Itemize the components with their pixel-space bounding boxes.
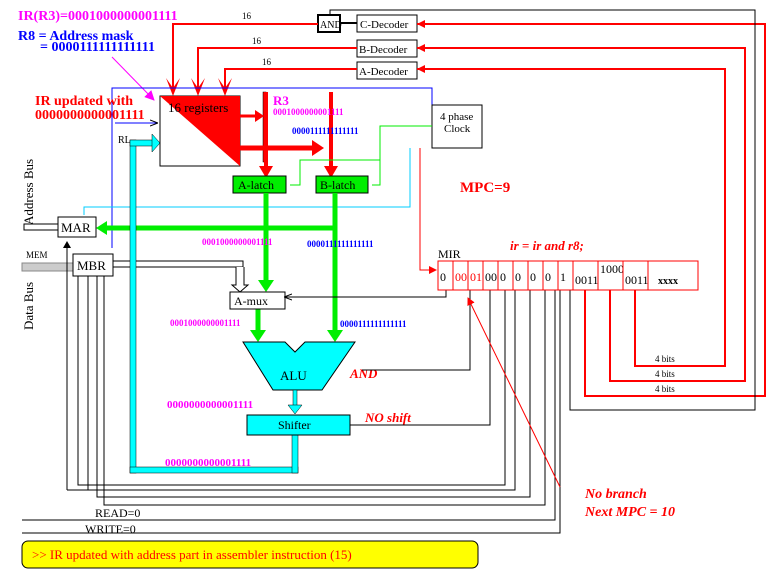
mir-field-value: 0 — [500, 270, 506, 284]
a-bus-value: 0001000000001111 — [202, 237, 273, 247]
decoder-arrowheads — [166, 78, 232, 96]
mbr-label: MBR — [77, 258, 106, 273]
and-enable-line — [329, 9, 756, 411]
mir-label: MIR — [438, 247, 461, 261]
r3-value: 0001000000001111 — [273, 107, 344, 117]
b-out-value: 0000111111111111 — [340, 319, 407, 329]
mar-register — [57, 216, 97, 238]
b-bus-value: 0000111111111111 — [307, 239, 374, 249]
clock-line — [111, 87, 433, 248]
green-buses — [105, 193, 338, 332]
clock-label-1: 4 phase — [440, 111, 473, 123]
control-lines — [22, 276, 561, 534]
shifter-label: Shifter — [278, 418, 311, 432]
bits-label-a: 4 bits — [655, 354, 675, 364]
alu — [242, 341, 356, 391]
status-message: >> IR updated with address part in assem… — [32, 547, 352, 562]
a-bus-width: 16 — [262, 57, 272, 67]
read-signal: READ=0 — [95, 506, 140, 520]
mir-decoder-lines — [417, 23, 766, 397]
mask-pointer-arrow — [111, 56, 155, 101]
r8-label: R8 = Address mask — [18, 29, 134, 44]
c-bus-width: 16 — [242, 11, 252, 21]
clock-label-2: Clock — [444, 123, 471, 135]
mir-instruction: ir = ir and r8; — [510, 238, 584, 253]
alu-operation: AND — [349, 366, 378, 381]
and-gate-label: AND — [320, 20, 342, 31]
branch-label: No branch — [584, 487, 647, 502]
shifter-out-value: 0000000000001111 — [165, 457, 251, 469]
mem-label: MEM — [26, 250, 48, 260]
mir-field-value: 0 — [530, 270, 536, 284]
register-file-label: 16 registers — [168, 100, 228, 115]
data-bus-label: Data Bus — [21, 282, 36, 330]
alu-label: ALU — [280, 368, 307, 383]
mir-field-value: 00 — [455, 270, 467, 284]
r8-bus-value: 0000111111111111 — [292, 126, 359, 136]
alu-out-value: 0000000000001111 — [167, 399, 253, 411]
shift-operation: NO shift — [364, 410, 411, 425]
mir-field — [647, 260, 699, 291]
a-decoder — [356, 61, 418, 80]
amux-out-value: 0001000000001111 — [170, 318, 241, 328]
mar-label: MAR — [61, 220, 91, 235]
c-bus — [129, 139, 137, 474]
b-decoder-label: B-Decoder — [359, 44, 408, 56]
rl-label: RL — [118, 135, 131, 146]
a-latch — [232, 175, 287, 194]
ir-updated-value: 0000000000001111 — [35, 108, 145, 123]
ir-r3-label: IR(R3)=0001000000001111 — [18, 9, 178, 24]
mir-field-value: 0011 — [625, 273, 649, 287]
mir-field-value: xxxx — [658, 276, 678, 287]
decoder-select-lines — [172, 23, 357, 90]
r8-value: = 0000111111111111 — [40, 40, 155, 55]
a-mux — [229, 291, 286, 310]
mir-field-value: 00 — [485, 270, 497, 284]
mir-field-value: 1000 — [600, 262, 624, 276]
address-bus-label: Address Bus — [21, 159, 36, 225]
r3-label: R3 — [273, 93, 289, 108]
mir-field-value: 0 — [515, 270, 521, 284]
mir-field — [572, 260, 599, 291]
mir-field-value: 0 — [440, 270, 446, 284]
a-mux-label: A-mux — [234, 294, 268, 308]
mir-field-value: 01 — [470, 270, 482, 284]
b-latch — [315, 175, 369, 194]
mir-field-value: 1 — [560, 270, 566, 284]
a-latch-label: A-latch — [238, 178, 274, 192]
a-decoder-label: A-Decoder — [359, 66, 408, 78]
mir-field-value: 0011 — [575, 273, 599, 287]
mpc-value: MPC=9 — [460, 180, 510, 196]
c-decoder-label: C-Decoder — [360, 19, 409, 31]
write-signal: WRITE=0 — [85, 522, 136, 536]
bits-label-b: 4 bits — [655, 369, 675, 379]
b-latch-label: B-latch — [320, 178, 355, 192]
status-message-box — [21, 540, 479, 569]
mir-field — [622, 260, 649, 291]
register-file-triangle — [160, 96, 240, 166]
next-mpc-label: Next MPC = 10 — [584, 505, 675, 520]
ir-updated-label: IR updated with — [35, 94, 133, 109]
mir-field-value: 0 — [545, 270, 551, 284]
b-bus-width: 16 — [252, 36, 262, 46]
four-phase-clock — [431, 104, 483, 149]
bits-label-c: 4 bits — [655, 384, 675, 394]
